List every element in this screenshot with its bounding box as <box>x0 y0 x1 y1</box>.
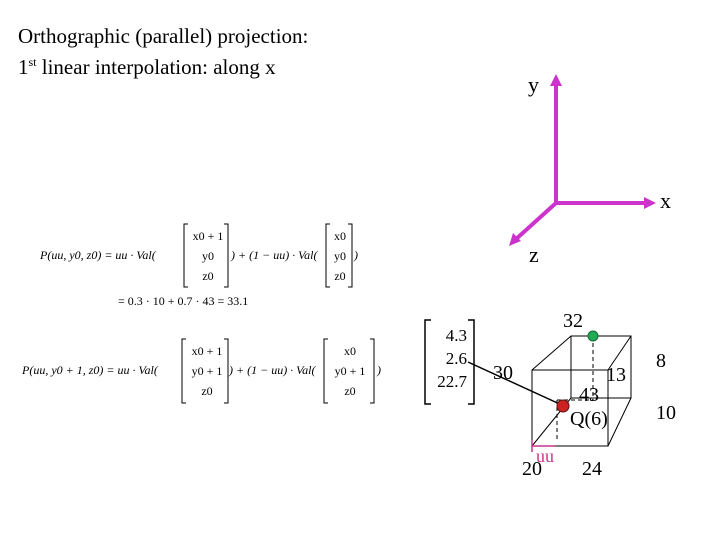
cube-front-face <box>531 369 609 447</box>
cube-value-30: 30 <box>493 362 513 384</box>
y-axis-arrowhead <box>550 74 562 86</box>
equation-1-brackets <box>183 223 353 288</box>
projection-ray <box>467 361 565 407</box>
z-axis-label: z <box>529 242 539 267</box>
cube-value-24: 24 <box>582 458 602 480</box>
cube-value-8: 8 <box>656 350 666 372</box>
title-line-1: Orthographic (parallel) projection: <box>18 24 309 48</box>
title-line-2: 1st linear interpolation: along x <box>18 55 276 79</box>
cube-value-32: 32 <box>563 310 583 332</box>
z-axis-arrowhead <box>509 233 521 246</box>
equation-1-result: = 0.3 · 10 + 0.7 · 43 = 33.1 <box>118 294 249 308</box>
equation-2-mid: ) + (1 − uu) · Val( <box>229 363 316 377</box>
coordinate-axes <box>509 74 656 246</box>
equation-2-end: ) <box>377 363 381 377</box>
point-vector-brackets <box>424 319 475 405</box>
uu-marker <box>531 440 555 452</box>
z-axis <box>513 201 558 242</box>
equation-2-brackets <box>181 338 375 404</box>
cube-label-q: Q(6) <box>570 408 608 430</box>
sample-point-red <box>556 399 570 413</box>
equation-1-mid: ) + (1 − uu) · Val( <box>231 248 318 262</box>
sample-point-green <box>587 330 599 342</box>
cube-value-13: 13 <box>606 364 626 386</box>
cube-back-face <box>570 335 632 399</box>
point-vector-z: 22.7 <box>437 372 467 391</box>
uu-label: uu <box>536 446 554 466</box>
point-vector-y: 2.6 <box>445 349 467 368</box>
equation-1-lhs: P(uu, y0, z0) = uu · Val( <box>40 248 156 262</box>
point-vector: 4.3 2.6 22.7 <box>431 324 467 393</box>
cube-value-10: 10 <box>656 402 676 424</box>
equation-2-lhs: P(uu, y0 + 1, z0) = uu · Val( <box>22 363 158 377</box>
x-axis-arrowhead <box>644 197 656 209</box>
cube-value-20: 20 <box>522 458 542 480</box>
cube-value-43: 43 <box>579 384 599 406</box>
equation-1-end: ) <box>354 248 358 262</box>
y-axis-label: y <box>528 72 539 97</box>
x-axis-label: x <box>660 188 671 213</box>
point-vector-x: 4.3 <box>445 326 467 345</box>
